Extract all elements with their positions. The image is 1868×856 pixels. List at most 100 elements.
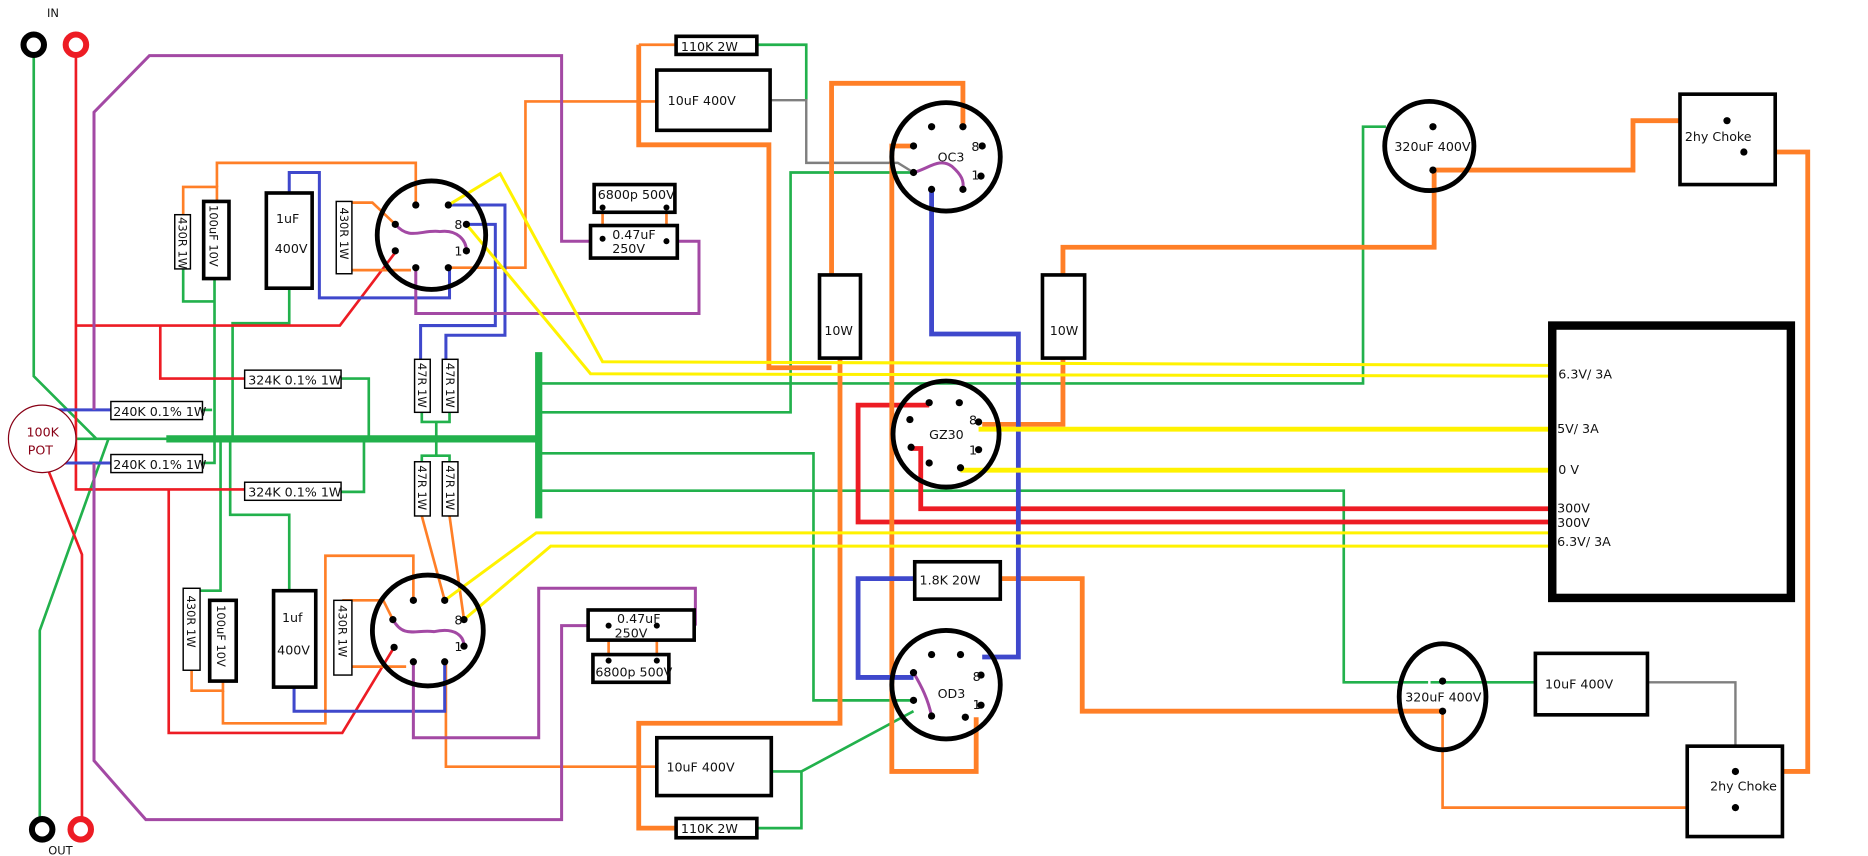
heater-link (912, 671, 934, 717)
transformer-tap: 6.3V/ 3A (1557, 534, 1611, 549)
wire (231, 288, 291, 439)
output-label: OUT (48, 844, 73, 856)
transformer-tap: 5V/ 3A (1557, 421, 1599, 436)
wire (74, 55, 245, 491)
wires-yellow (443, 171, 1549, 621)
pin-number: 8 (454, 217, 462, 232)
capacitor-label: 100uF 10V (207, 205, 221, 267)
capacitor-320uf-top: 320uF 400V (1382, 98, 1477, 193)
wire (463, 544, 1549, 621)
pot-value: 100K (27, 424, 60, 439)
capacitor-voltage: 250V (615, 626, 648, 641)
wire (414, 239, 701, 316)
choke-top: 2hy Choke (1678, 92, 1778, 187)
wire (448, 100, 656, 270)
capacitor-10uf-right: 10uF 400V (1533, 651, 1650, 717)
wires-grey (770, 98, 1737, 772)
wire (448, 515, 466, 620)
resistor-label: 110K 2W (681, 39, 738, 54)
wire (538, 451, 914, 702)
resistor-label: 430R 1W (175, 217, 189, 269)
output-ground-jack (28, 816, 56, 843)
wire (538, 489, 1429, 684)
choke-label: 2hy Choke (1710, 779, 1777, 794)
capacitor-6800p-upper: 6800p 500V (592, 182, 677, 215)
resistor-label: 47R 1W (415, 465, 429, 510)
wire (32, 55, 98, 440)
wire (756, 771, 803, 830)
wire (341, 377, 371, 439)
wire (982, 358, 1066, 427)
wire (420, 438, 438, 462)
resistor-label: 47R 1W (443, 363, 457, 408)
capacitor-label: 320uF 400V (1394, 139, 1471, 154)
capacitor-label: 1uF (276, 211, 299, 226)
power-transformer: 6.3V/ 3A 5V/ 3A 0 V 300V 300V 6.3V/ 3A (1548, 321, 1796, 603)
capacitor-label: 10uF 400V (668, 93, 737, 108)
resistor-label: 430R 1W (336, 605, 350, 657)
wire (855, 576, 915, 680)
capacitor-047uf-upper: 0.47uF 250V (588, 223, 680, 260)
pin-number: 1 (973, 697, 981, 712)
capacitor-label: 10uF 400V (666, 759, 735, 774)
wires-purple (92, 54, 965, 822)
capacitor-label: 6800p 500V (598, 187, 675, 202)
resistor-324k-top: 324K 0.1% 1W (243, 369, 342, 389)
wire (411, 586, 697, 740)
transformer-tap: 6.3V/ 3A (1558, 367, 1612, 382)
transformer-tap: 0 V (1558, 462, 1579, 477)
wire (465, 223, 1549, 378)
wire (341, 438, 366, 494)
resistor-10w-left: 10W (817, 273, 863, 360)
wire (1000, 576, 1443, 714)
wire (92, 54, 590, 410)
wire (167, 489, 396, 735)
pin-number: 8 (454, 612, 462, 627)
resistor-430r-upper-right: 430R 1W (335, 200, 353, 275)
transformer-tap: 300V (1557, 500, 1590, 515)
resistor-110k-bottom: 110K 2W (674, 816, 759, 840)
wire (202, 278, 216, 465)
capacitor-label: 1uf (282, 610, 303, 625)
resistor-label: 324K 0.1% 1W (248, 373, 342, 388)
resistor-240k-top: 240K 0.1% 1W (110, 400, 207, 421)
pin-number: 1 (969, 443, 977, 458)
pin-number: 1 (971, 168, 979, 183)
tube-socket-gz30: GZ30 8 1 (890, 378, 1002, 490)
resistor-label: 47R 1W (415, 363, 429, 408)
resistor-label: 47R 1W (443, 465, 457, 510)
resistor-430r-lower-left: 430R 1W (182, 587, 201, 671)
heater-link (391, 618, 466, 647)
wire (343, 201, 397, 226)
wire (1434, 118, 1694, 173)
wires-orange (181, 43, 1811, 831)
resistor-47r-a: 47R 1W (413, 358, 431, 414)
resistor-label: 1.8K 20W (920, 573, 981, 588)
resistor-10w-right: 10W (1040, 273, 1087, 360)
pin-number: 8 (969, 412, 977, 427)
wire (292, 661, 447, 713)
wires-ground (32, 43, 1535, 830)
resistor-label: 10W (1050, 323, 1079, 338)
resistor-430r-lower-right: 430R 1W (333, 599, 353, 676)
capacitor-10uf-bottom: 10uF 400V (655, 735, 774, 798)
wire (92, 462, 587, 822)
heater-link (394, 223, 468, 251)
wire (228, 438, 291, 591)
capacitor-label: 0.47uF (612, 227, 655, 242)
resistor-label: 110K 2W (681, 821, 738, 836)
resistor-47r-d: 47R 1W (441, 461, 459, 517)
wire (636, 358, 843, 831)
resistor-label: 324K 0.1% 1W (248, 485, 342, 500)
capacitor-label: 10uF 400V (1545, 676, 1614, 691)
resistor-110k-top: 110K 2W (674, 34, 759, 57)
resistor-label: 430R 1W (337, 207, 351, 259)
wire (911, 446, 1549, 512)
capacitor-label: 320uF 400V (1405, 690, 1482, 705)
input-terminals: IN (20, 6, 90, 59)
capacitor-6800p-lower: 6800p 500V (591, 652, 673, 685)
input-ground-jack (20, 31, 48, 59)
wire (158, 325, 245, 380)
wire (889, 143, 979, 774)
